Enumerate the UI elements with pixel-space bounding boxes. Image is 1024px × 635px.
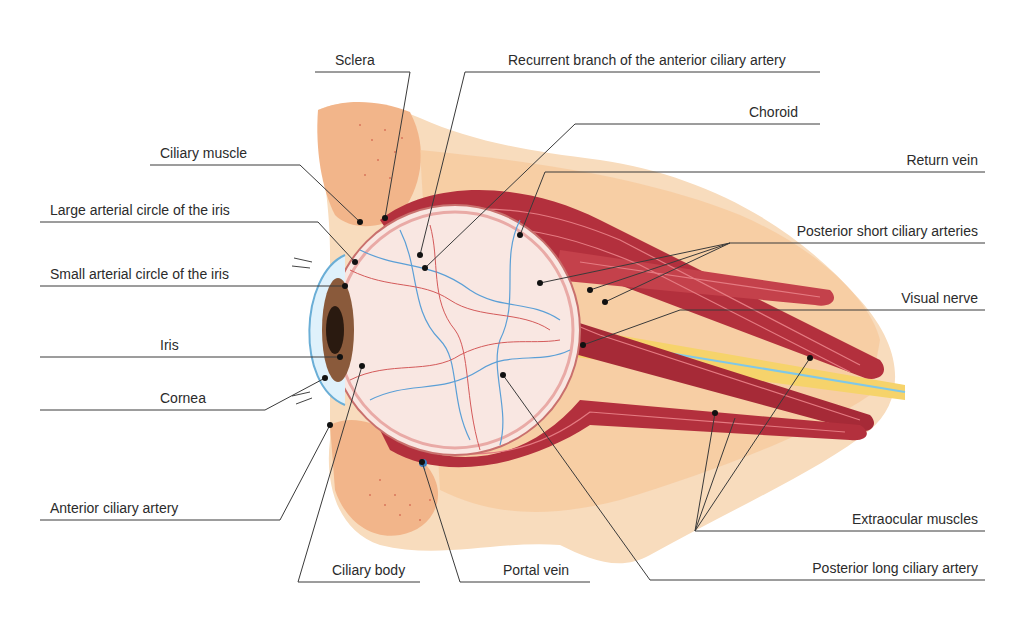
eyelashes [292,258,312,404]
part-label: Recurrent branch of the anterior ciliary… [508,52,786,69]
part-label: Ciliary body [332,562,405,579]
globe-veins [360,220,570,470]
part-label: Large arterial circle of the iris [50,202,230,219]
pupil [326,306,344,354]
part-label: Portal vein [503,562,569,579]
eyeball [330,205,580,455]
part-label: Anterior ciliary artery [50,500,178,517]
leader-dots [322,215,813,465]
part-label: Posterior short ciliary arteries [797,223,978,240]
part-label: Cornea [160,390,206,407]
cornea [309,255,345,405]
part-label: Small arterial circle of the iris [50,266,229,283]
part-label: Ciliary muscle [160,145,247,162]
part-label: Sclera [335,52,375,69]
globe-arteries [350,225,560,450]
part-label: Iris [160,337,179,354]
leader-lines [40,72,985,582]
part-label: Extraocular muscles [852,511,978,528]
iris [322,278,354,382]
part-label: Visual nerve [901,290,978,307]
part-label: Choroid [749,104,798,121]
part-label: Posterior long ciliary artery [812,560,978,577]
part-label: Return vein [906,152,978,169]
